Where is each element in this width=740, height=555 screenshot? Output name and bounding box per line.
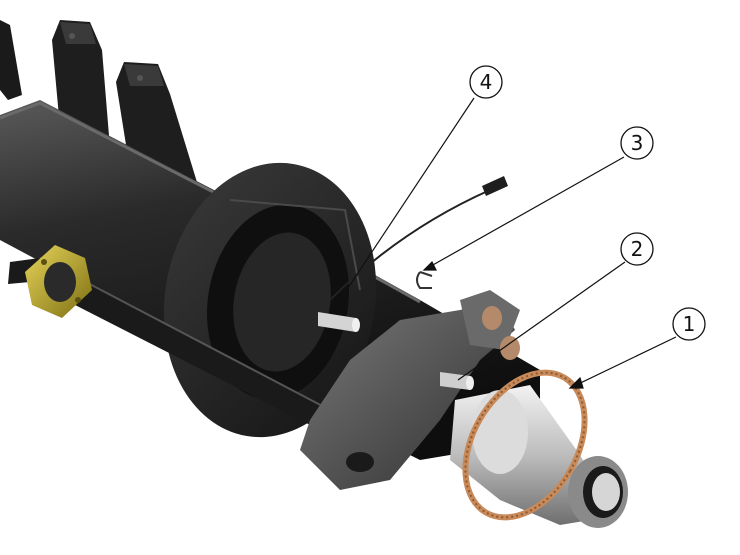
leader-arrow-1 bbox=[568, 376, 584, 389]
callout-label-1: 1 bbox=[683, 312, 696, 336]
leader-arrow-3 bbox=[422, 260, 437, 271]
tone-ring bbox=[462, 369, 588, 521]
brass-flange bbox=[25, 245, 92, 318]
sensor-cable bbox=[329, 176, 508, 301]
callout-label-4: 4 bbox=[480, 70, 493, 94]
bearing-pin bbox=[318, 312, 360, 332]
leader-line-3 bbox=[423, 156, 625, 271]
knuckle-assembly bbox=[300, 290, 520, 490]
retaining-clip bbox=[416, 271, 433, 289]
leader-line-2 bbox=[457, 261, 626, 381]
callout-1: 1 bbox=[672, 307, 706, 341]
leader-line-4 bbox=[339, 97, 475, 301]
leader-line-1 bbox=[569, 336, 677, 389]
leader-lines bbox=[339, 97, 677, 389]
brake-backing-plate bbox=[163, 162, 377, 438]
callout-3: 3 bbox=[620, 126, 654, 160]
callout-4: 4 bbox=[469, 65, 503, 99]
callout-label-3: 3 bbox=[631, 131, 644, 155]
callout-label-2: 2 bbox=[631, 237, 644, 261]
callout-2: 2 bbox=[620, 232, 654, 266]
